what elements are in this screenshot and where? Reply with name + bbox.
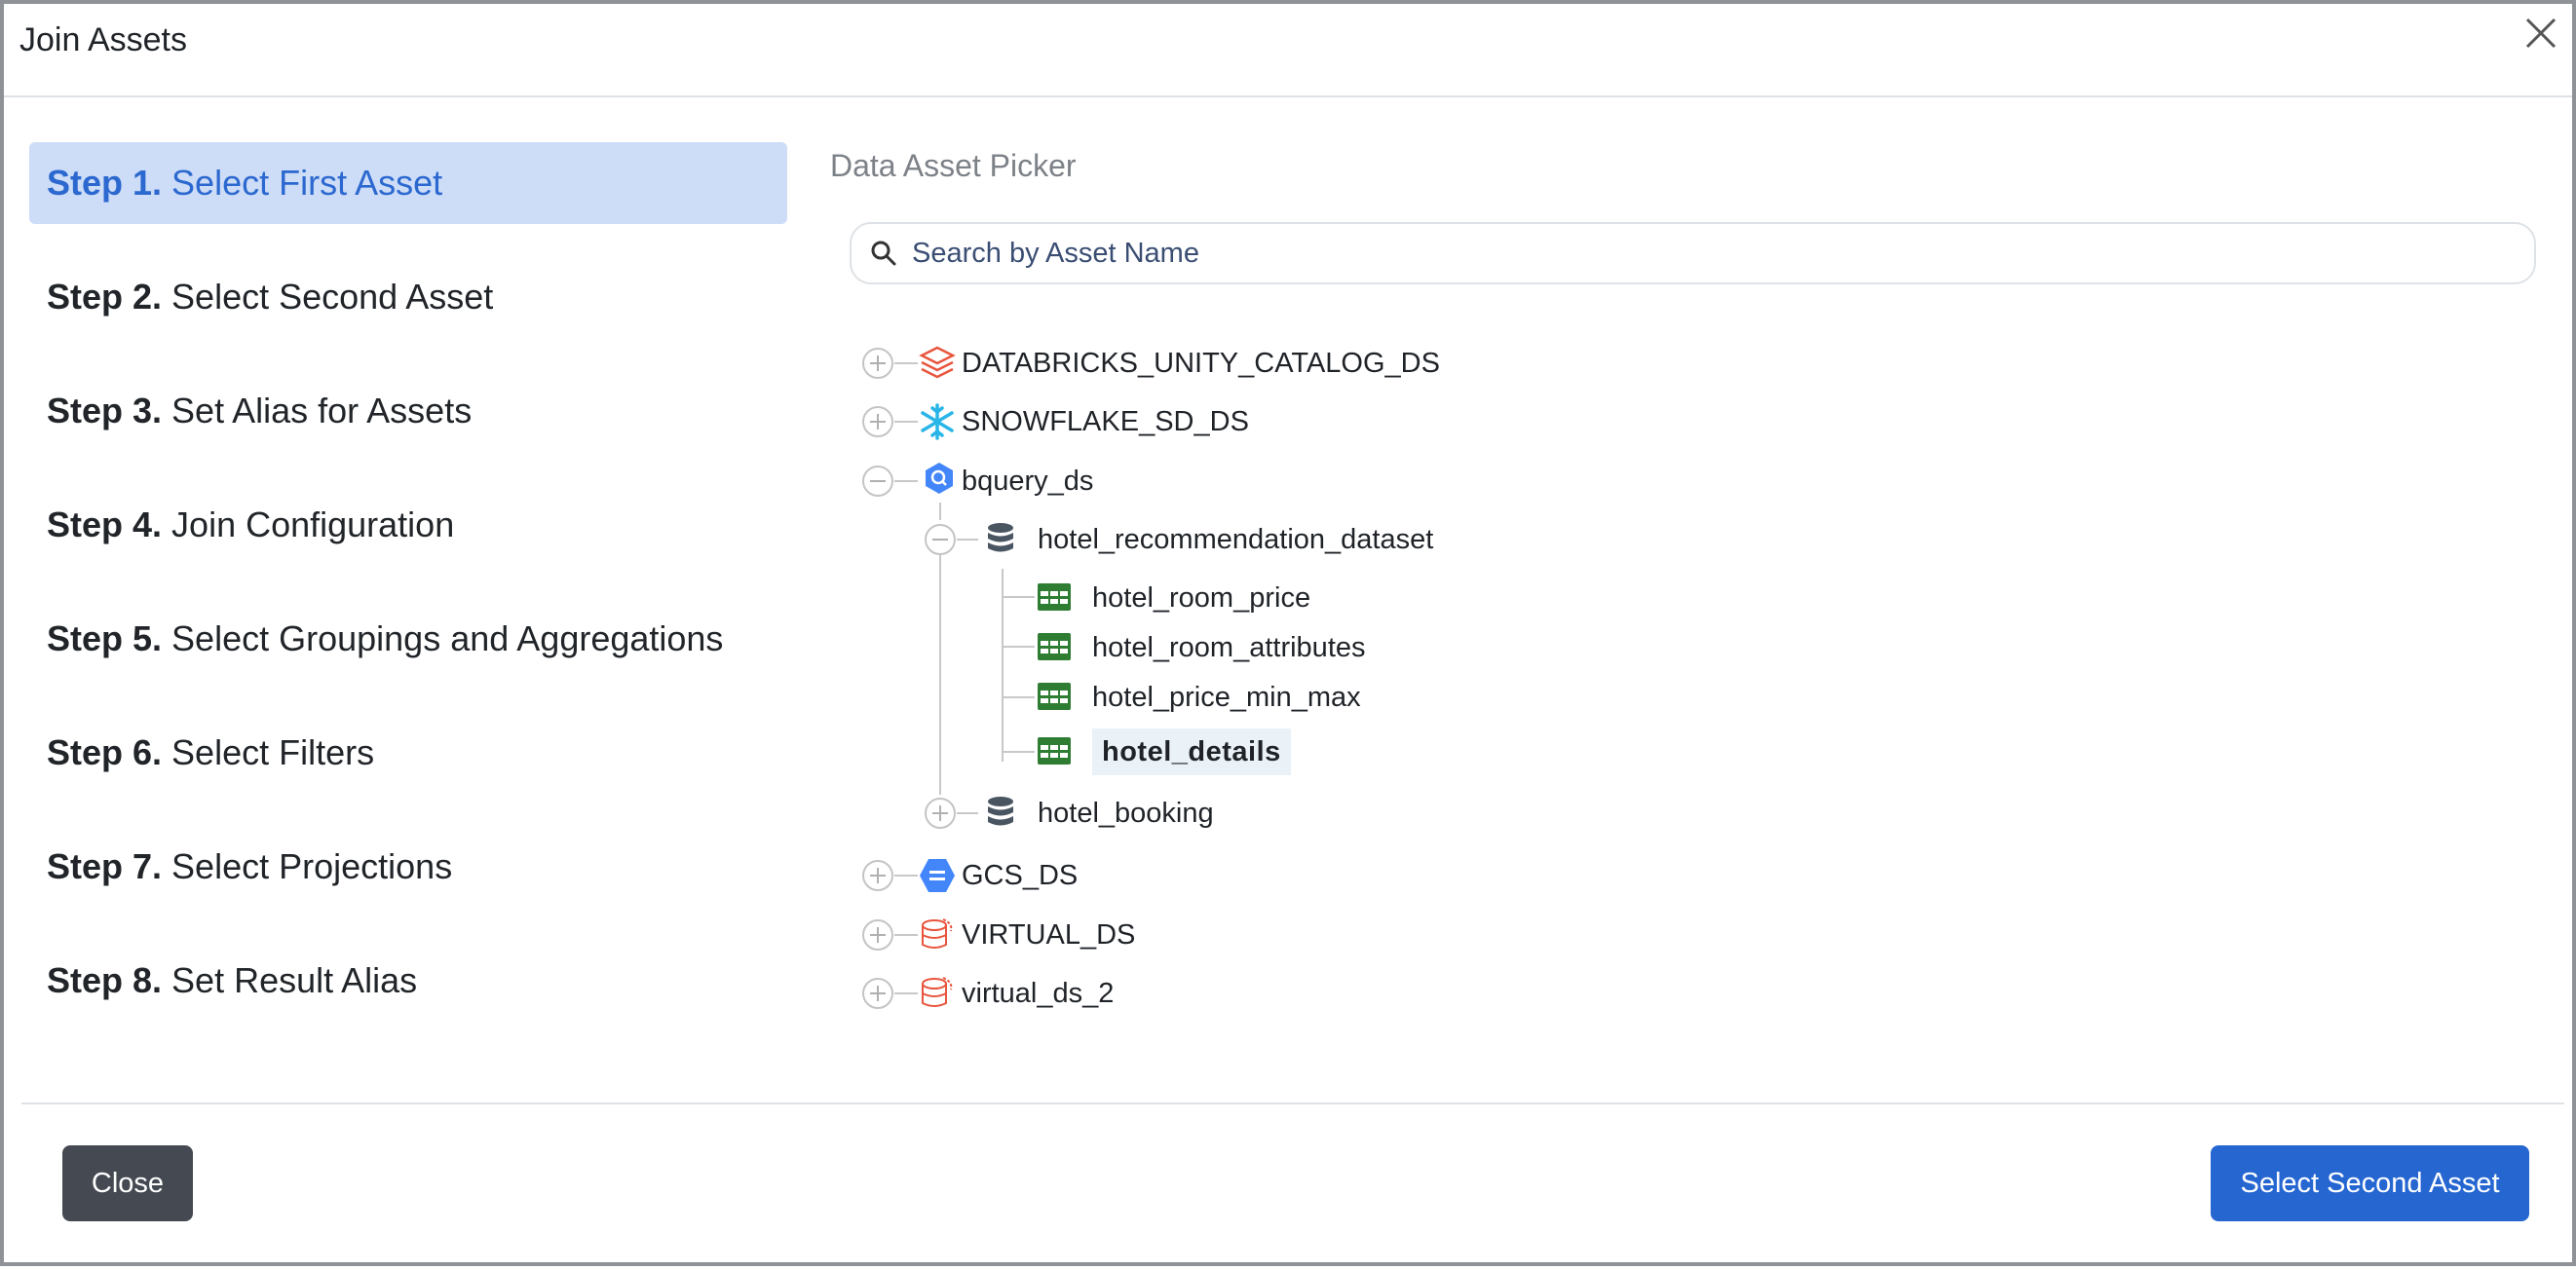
footer-divider [21,1102,2564,1104]
tree-node-table[interactable]: hotel_price_min_max [1092,682,1361,713]
table-icon [1038,737,1071,765]
tree-node-gcs[interactable]: GCS_DS [962,860,1079,891]
tree-node-dataset[interactable]: hotel_booking [1038,798,1214,829]
step-number: Step 1. [47,163,163,203]
virtual-datasource-icon [922,918,953,949]
step-number: Step 7. [47,846,163,886]
asset-tree: DATABRICKS_UNITY_CATALOG_DS SNOWFLAKE_SD… [4,4,2576,1270]
expand-icon[interactable] [861,405,894,438]
step-label: Select Filters [171,732,375,772]
step-label: Select Second Asset [171,277,494,317]
modal-title: Join Assets [19,21,187,58]
step-8[interactable]: Step 8. Set Result Alias [29,940,787,1022]
tree-node-snowflake[interactable]: SNOWFLAKE_SD_DS [962,406,1249,437]
collapse-icon[interactable] [861,465,894,498]
step-number: Step 6. [47,732,163,772]
step-label: Set Result Alias [171,960,418,1000]
step-2[interactable]: Step 2. Select Second Asset [29,256,787,338]
expand-icon[interactable] [924,797,957,830]
tree-connector-lines [894,362,1035,994]
snowflake-icon [921,403,954,440]
tree-node-virtual-2[interactable]: virtual_ds_2 [962,978,1115,1009]
step-label: Select First Asset [171,163,443,203]
step-number: Step 2. [47,277,163,317]
expand-icon[interactable] [861,977,894,1010]
table-icon [1038,633,1071,660]
close-icon[interactable] [2519,12,2562,55]
tree-node-dataset[interactable]: hotel_recommendation_dataset [1038,524,1434,555]
database-icon [988,523,1013,552]
search-input[interactable] [910,236,2473,271]
table-icon [1038,583,1071,611]
tree-node-databricks[interactable]: DATABRICKS_UNITY_CATALOG_DS [962,348,1440,379]
expand-icon[interactable] [861,918,894,952]
tree-node-virtual[interactable]: VIRTUAL_DS [962,919,1136,951]
step-label: Select Groupings and Aggregations [171,618,724,658]
search-icon [871,241,896,266]
step-label: Join Configuration [171,504,455,544]
tree-node-table[interactable]: hotel_room_attributes [1092,632,1366,663]
step-1[interactable]: Step 1. Select First Asset [29,142,787,224]
table-icon [1038,683,1071,710]
step-label: Set Alias for Assets [171,391,473,430]
step-6[interactable]: Step 6. Select Filters [29,712,787,794]
expand-icon[interactable] [861,347,894,380]
search-box [850,222,2536,284]
virtual-datasource-icon [922,977,953,1007]
collapse-icon[interactable] [924,523,957,556]
database-icon [988,797,1013,826]
gcs-icon [920,859,955,892]
close-button[interactable]: Close [62,1145,193,1221]
step-4[interactable]: Step 4. Join Configuration [29,484,787,566]
tree-node-table-selected[interactable]: hotel_details [1092,728,1291,775]
steps-list: Step 1. Select First Asset Step 2. Selec… [29,142,787,1054]
select-second-asset-button[interactable]: Select Second Asset [2211,1145,2529,1221]
step-3[interactable]: Step 3. Set Alias for Assets [29,370,787,452]
picker-title: Data Asset Picker [830,148,1077,183]
step-number: Step 4. [47,504,163,544]
bigquery-icon [926,463,953,494]
tree-node-bquery[interactable]: bquery_ds [962,466,1094,497]
step-7[interactable]: Step 7. Select Projections [29,826,787,908]
step-number: Step 3. [47,391,163,430]
step-number: Step 8. [47,960,163,1000]
tree-node-table[interactable]: hotel_room_price [1092,582,1311,614]
databricks-icon [919,346,956,379]
expand-icon[interactable] [861,859,894,892]
step-number: Step 5. [47,618,163,658]
modal-header: Join Assets [4,4,2572,97]
step-5[interactable]: Step 5. Select Groupings and Aggregation… [29,598,787,680]
step-label: Select Projections [171,846,453,886]
